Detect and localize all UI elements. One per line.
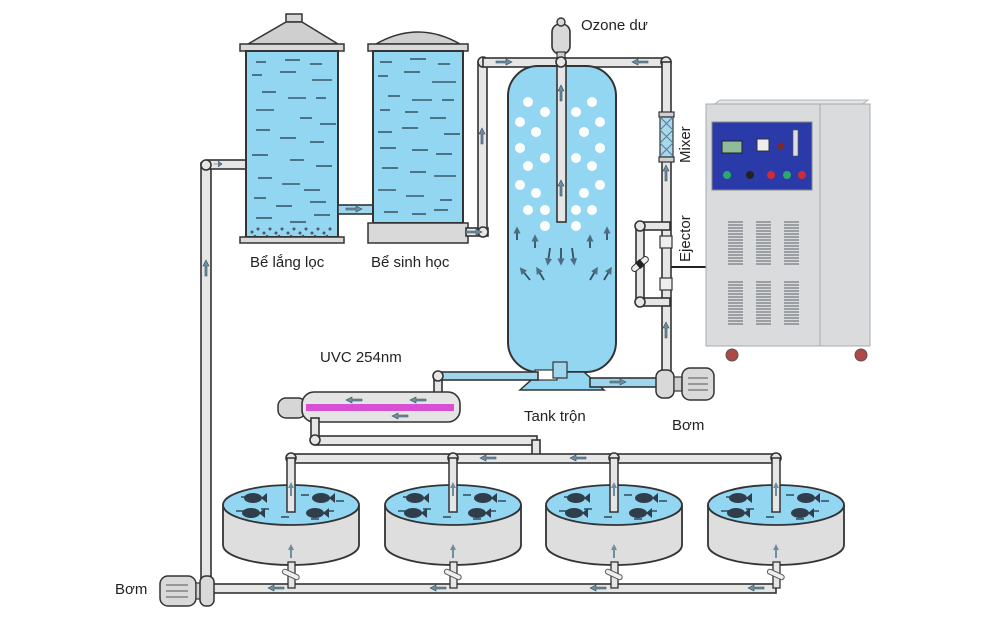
ozone-injection-loop — [661, 61, 672, 377]
return-pipe — [200, 159, 247, 584]
connector-pipe — [337, 204, 374, 215]
valve-icon — [281, 568, 300, 581]
ozone-generator-icon — [705, 99, 871, 362]
fish-icon — [468, 508, 491, 518]
fish-icon — [791, 508, 814, 518]
mixing-tank-label: Tank trộn — [524, 408, 586, 425]
mixer-label: Mixer — [677, 126, 694, 163]
fish-icon — [797, 493, 820, 503]
vent-grille — [756, 281, 771, 325]
ozone-residual-label: Ozone dư — [581, 17, 648, 34]
valve-icon — [766, 568, 785, 581]
fish-icon — [629, 508, 652, 518]
settling-tank-label: Bể lắng lọc — [250, 254, 325, 271]
fish-icon — [244, 493, 267, 503]
settling-tank-icon — [239, 13, 345, 244]
bio-tank-label: Bể sinh học — [371, 254, 450, 271]
vent-grilles — [728, 221, 799, 325]
vent-grille — [756, 221, 771, 265]
fish-icon — [242, 508, 265, 518]
ejector-label: Ejector — [677, 215, 694, 262]
fish-tank-3 — [545, 457, 683, 589]
static-mixer-icon — [658, 111, 675, 163]
fish-icon — [406, 493, 429, 503]
fish-icon — [404, 508, 427, 518]
vent-grille — [728, 221, 743, 265]
bio-filter-tank-icon — [367, 31, 469, 244]
bio-outlet-pipe — [465, 56, 672, 238]
fish-icon — [635, 493, 658, 503]
flow-arrows — [513, 226, 612, 281]
fish-tank-1 — [222, 457, 360, 589]
gas-vent-icon — [551, 17, 571, 59]
fish-icon — [565, 508, 588, 518]
tank-outlet-pipe — [432, 370, 539, 397]
fish-tank-2 — [384, 457, 522, 589]
fish-icon — [727, 508, 750, 518]
pump-main-label: Bơm — [115, 581, 148, 598]
fish-icon — [312, 493, 335, 503]
fish-icon — [306, 508, 329, 518]
fish-icon — [474, 493, 497, 503]
vent-grille — [728, 281, 743, 325]
vent-grille — [784, 281, 799, 325]
valve-icon — [604, 568, 623, 581]
venturi-ejector-icon — [631, 220, 710, 308]
fish-icon — [567, 493, 590, 503]
pump-icon — [159, 575, 215, 607]
vent-grille — [784, 221, 799, 265]
pump-mixer-label: Bơm — [672, 417, 705, 434]
pump-outlet-pipe — [589, 377, 663, 388]
mixing-tank-icon — [507, 56, 617, 391]
flow-arrow-icon — [202, 259, 210, 277]
fish-icon — [729, 493, 752, 503]
valve-icon — [443, 568, 462, 581]
uv-sterilizer-icon — [277, 391, 461, 423]
flow-arrow-icon — [214, 160, 223, 168]
fish-tank-4 — [707, 457, 845, 589]
valve-icon — [631, 256, 649, 272]
pump-icon — [655, 367, 715, 401]
ozone-bubbles — [515, 97, 605, 231]
uv-label: UVC 254nm — [320, 349, 402, 366]
